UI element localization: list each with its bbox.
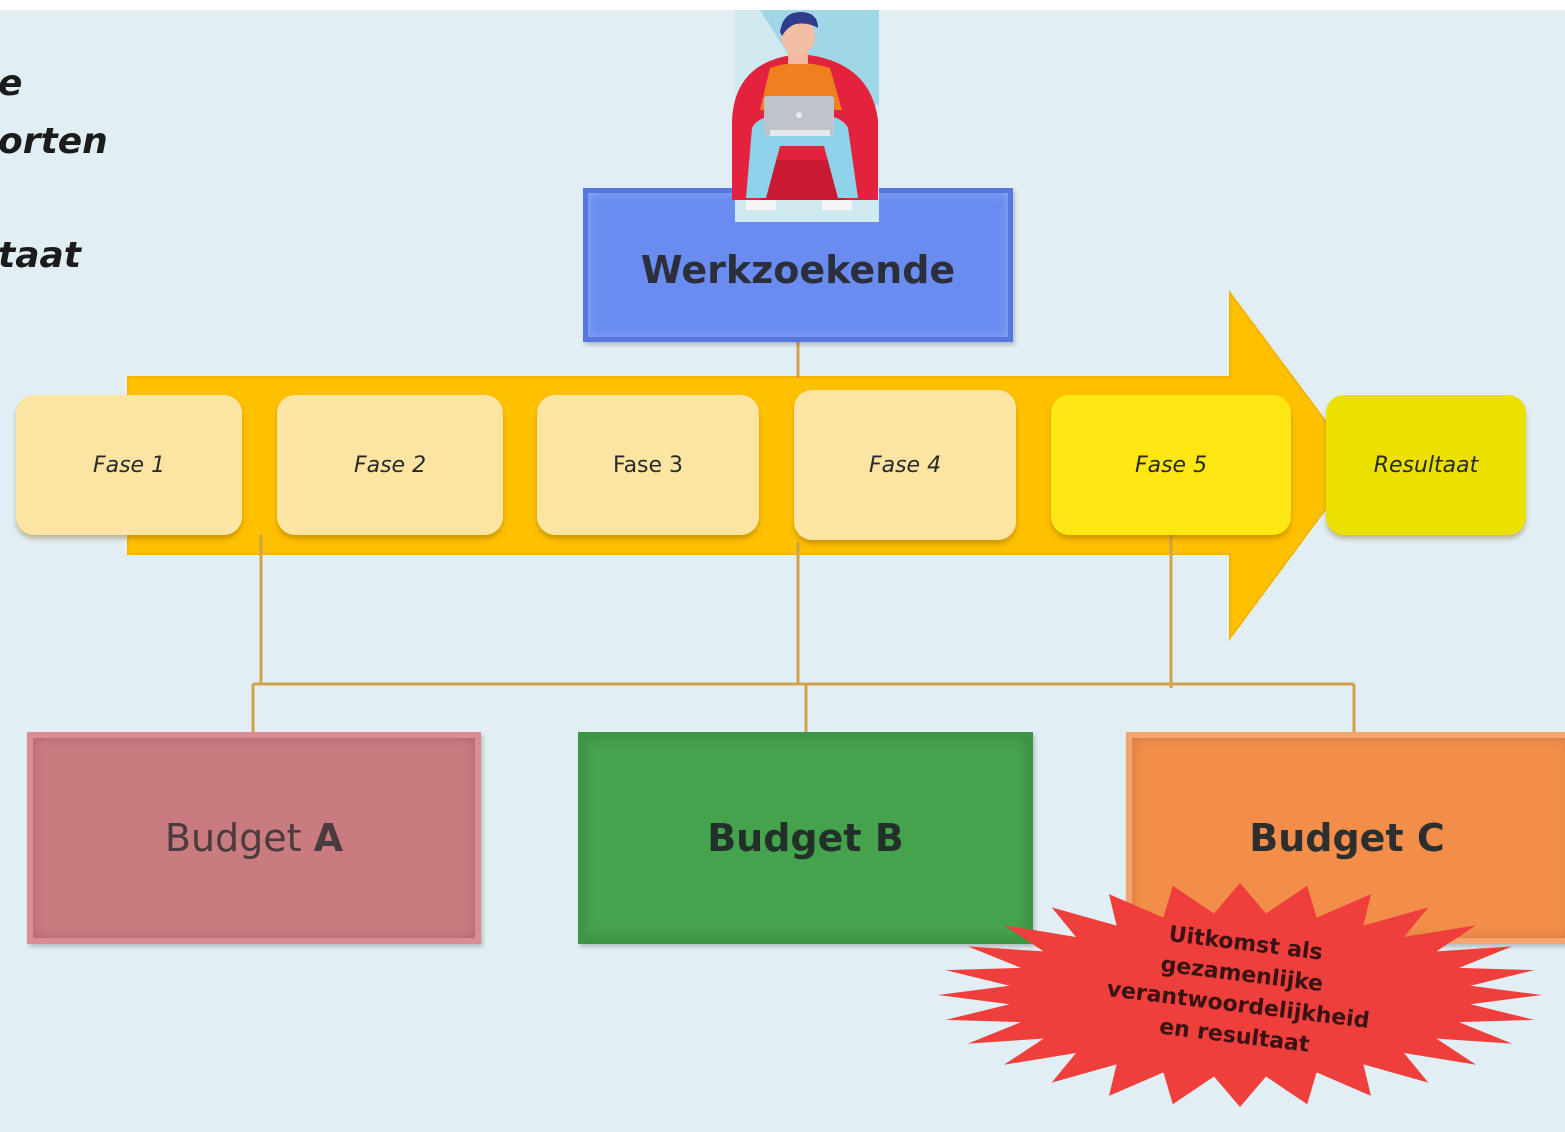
person-with-laptop-icon [732,10,879,222]
diagram-canvas: e orten taat Werkzoekende [0,10,1565,1132]
left-text-line-3: taat [0,235,82,276]
connector-lines [251,342,1356,732]
explosion-burst [938,883,1542,1107]
phase-3: Fase 3 [537,395,759,535]
budget-b-label: Budget B [707,816,904,860]
resultaat-box: Resultaat [1326,395,1526,535]
phase-2-label: Fase 2 [353,452,427,478]
phase-3-label: Fase 3 [612,452,684,478]
budget-a-prefix: Budget [164,816,314,860]
phase-4-label: Fase 4 [868,452,942,478]
left-text-line-1: e [0,63,23,104]
left-text-line-2: orten [0,121,108,162]
phase-5: Fase 5 [1051,395,1291,535]
werkzoekende-label: Werkzoekende [640,248,956,292]
budget-a-box: Budget A [27,732,481,944]
phase-1: Fase 1 [16,395,242,535]
phase-5-label: Fase 5 [1134,452,1208,478]
budget-a-label: Budget A [165,816,343,860]
budget-b-box: Budget B [578,732,1033,944]
phase-2: Fase 2 [277,395,503,535]
phase-1-label: Fase 1 [92,452,166,478]
budget-c-label: Budget C [1249,816,1445,860]
phase-4: Fase 4 [794,390,1016,540]
budget-a-letter: A [313,816,344,860]
resultaat-label: Resultaat [1373,452,1479,478]
